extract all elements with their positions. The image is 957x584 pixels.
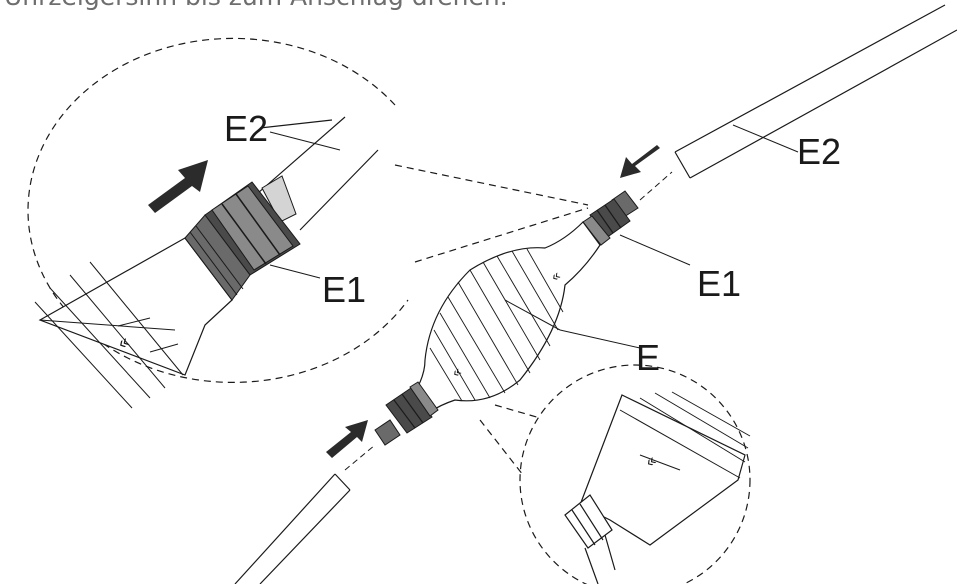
- bulb-detail: «: [34, 237, 233, 409]
- hose-detail: [249, 116, 379, 231]
- leader-e-main: [559, 329, 641, 349]
- zoom-line-upper: [394, 164, 589, 206]
- bulb-detail-bottom: «: [579, 391, 751, 546]
- insertion-line-lower: [344, 444, 376, 471]
- hose-upper: [674, 4, 957, 179]
- instruction-caption: Uhrzeigersinn bis zum Anschlag drehen.: [4, 0, 508, 11]
- leader-e1-main: [619, 234, 691, 266]
- label-e2-main: E2: [797, 131, 841, 172]
- push-arrow-lower: [326, 420, 368, 458]
- detail-circle-bottom: [479, 364, 751, 584]
- insertion-line-upper: [639, 171, 673, 201]
- leader-e2-detail: [269, 131, 341, 151]
- leader-e2-main: [732, 124, 799, 153]
- label-e1-detail: E1: [322, 269, 366, 310]
- hose-lower: [234, 473, 351, 584]
- connector-detail-bottom: [564, 494, 616, 584]
- connector-e1-upper: [582, 190, 691, 266]
- label-e-main: E: [636, 337, 660, 378]
- label-e2-detail: E2: [224, 108, 268, 149]
- connector-e1-detail: [184, 181, 301, 301]
- zoom-line-lower: [414, 207, 589, 263]
- leader-e1-detail: [269, 264, 321, 279]
- push-arrow-detail: [148, 160, 208, 213]
- connector-lower: [374, 381, 439, 446]
- bulb-main: « «: [414, 221, 641, 413]
- label-e1-main: E1: [697, 263, 741, 304]
- push-arrow-upper: [620, 145, 660, 178]
- detail-circle-top: [27, 37, 589, 383]
